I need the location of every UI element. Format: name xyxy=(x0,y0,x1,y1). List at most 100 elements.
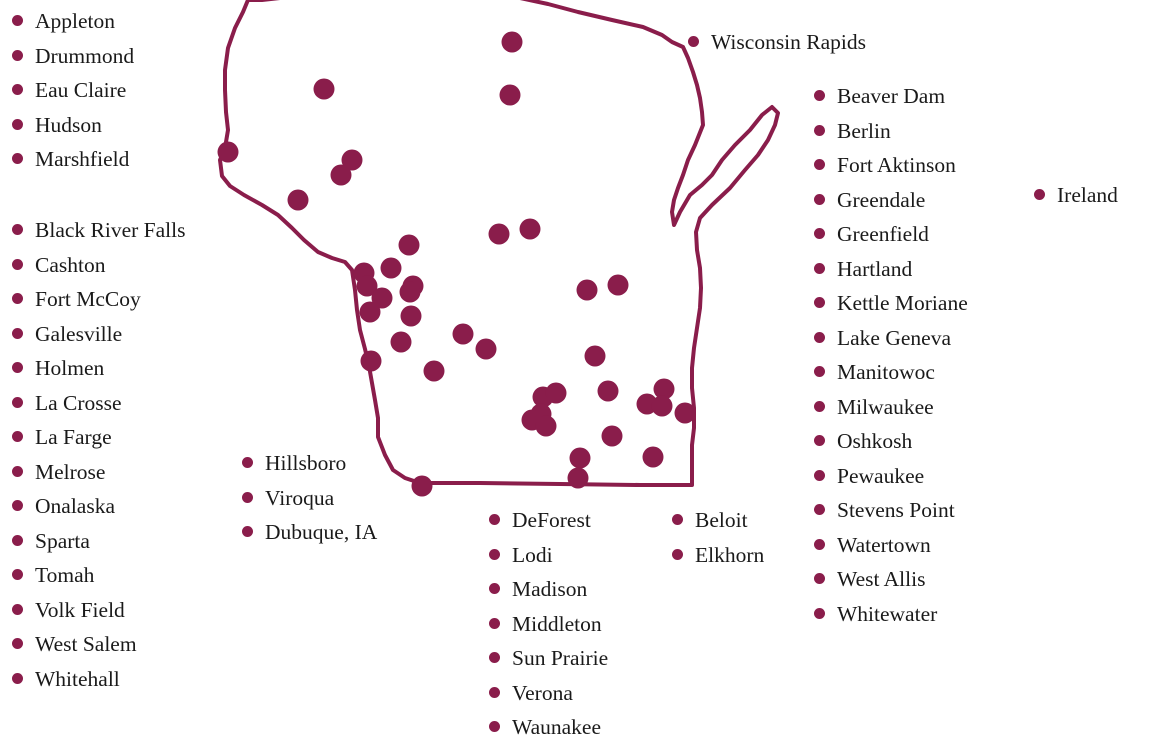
city-list-item: Waunakee xyxy=(487,715,608,750)
bullet-dot-icon xyxy=(814,435,825,446)
city-name: Dubuque, IA xyxy=(265,520,378,544)
city-name: Drummond xyxy=(35,43,135,68)
city-list-item: Wisconsin Rapids xyxy=(686,30,866,65)
bullet-dot-icon xyxy=(12,84,23,95)
bullet-dot-icon xyxy=(489,652,500,663)
city-name: Pewaukee xyxy=(837,463,925,488)
city-list-item: Watertown xyxy=(812,533,968,568)
city-marker-dot xyxy=(674,402,696,424)
bullet-dot-icon xyxy=(12,569,23,580)
city-name: Sparta xyxy=(35,528,90,553)
city-list-item: Holmen xyxy=(10,356,185,391)
bullet-dot-icon xyxy=(12,638,23,649)
bullet-dot-icon xyxy=(814,159,825,170)
bullet-dot-icon xyxy=(814,607,825,619)
city-marker-dot xyxy=(287,189,309,211)
city-list-item: Fort McCoy xyxy=(10,287,185,322)
city-list-item: Milwaukee xyxy=(812,395,968,430)
city-marker-dot xyxy=(390,331,412,353)
city-marker-dot xyxy=(452,323,474,345)
city-list-item: West Salem xyxy=(10,632,185,667)
city-marker-dot xyxy=(399,281,421,303)
city-marker-dot xyxy=(607,274,629,296)
bullet-dot-icon xyxy=(672,548,683,560)
city-list-item: Cashton xyxy=(10,253,185,288)
city-name: La Crosse xyxy=(35,390,122,415)
city-marker-dot xyxy=(519,218,541,240)
bullet-dot-icon xyxy=(1034,189,1045,200)
city-marker-dot xyxy=(567,467,589,489)
city-marker-dot xyxy=(642,446,664,468)
bullet-dot-icon xyxy=(12,118,23,130)
city-name: Whitehall xyxy=(35,666,120,691)
city-marker-dot xyxy=(360,350,382,372)
city-list-item: Lake Geneva xyxy=(812,326,968,361)
city-list-item: Greenfield xyxy=(812,222,968,257)
city-list-item: Whitehall xyxy=(10,667,185,702)
city-list-item: Hartland xyxy=(812,257,968,292)
city-markers xyxy=(217,31,696,497)
bullet-dot-icon xyxy=(12,431,23,442)
bullet-dot-icon xyxy=(12,362,23,373)
city-list-item: Hudson xyxy=(10,113,134,148)
bullet-dot-icon xyxy=(12,465,23,477)
city-list-item: Sun Prairie xyxy=(487,646,608,681)
bullet-dot-icon xyxy=(814,331,825,343)
city-list-item: Appleton xyxy=(10,9,134,44)
city-marker-dot xyxy=(217,141,239,163)
bullet-dot-icon xyxy=(12,500,23,511)
city-name: Greendale xyxy=(837,187,926,212)
city-list-item: Galesville xyxy=(10,322,185,357)
city-list-item: Beaver Dam xyxy=(812,84,968,119)
city-list-item: Black River Falls xyxy=(10,218,185,253)
city-name: Holmen xyxy=(35,356,105,380)
city-list-item: Berlin xyxy=(812,119,968,154)
bullet-dot-icon xyxy=(489,686,500,698)
city-list-item: Lodi xyxy=(487,543,608,578)
city-name: Oshkosh xyxy=(837,429,913,453)
city-marker-dot xyxy=(359,301,381,323)
city-name: Black River Falls xyxy=(35,218,186,242)
city-name: Appleton xyxy=(35,9,116,33)
city-marker-dot xyxy=(423,360,445,382)
city-marker-dot xyxy=(653,378,675,400)
city-marker-dot xyxy=(380,257,402,279)
city-marker-dot xyxy=(597,380,619,402)
bullet-dot-icon xyxy=(814,400,825,412)
city-marker-dot xyxy=(501,31,523,53)
city-list-item: Dubuque, IA xyxy=(240,520,377,555)
city-list-item: West Allis xyxy=(812,567,968,602)
bullet-dot-icon xyxy=(242,526,253,537)
bullet-dot-icon xyxy=(489,583,500,594)
bullet-dot-icon xyxy=(814,297,825,308)
city-marker-dot xyxy=(400,305,422,327)
city-name: Middleton xyxy=(512,611,602,636)
bullet-dot-icon xyxy=(242,491,253,503)
city-name: Hartland xyxy=(837,256,913,281)
city-list-item: Kettle Moriane xyxy=(812,291,968,326)
city-name: Volk Field xyxy=(35,597,125,622)
city-name: Eau Claire xyxy=(35,78,127,102)
city-name: Sun Prairie xyxy=(512,646,609,670)
bullet-dot-icon xyxy=(814,193,825,205)
bullet-dot-icon xyxy=(489,514,500,525)
city-name: Madison xyxy=(512,577,588,601)
city-name: Marshfield xyxy=(35,147,130,171)
bullet-dot-icon xyxy=(12,603,23,615)
city-name: Beloit xyxy=(695,508,748,532)
bullet-dot-icon xyxy=(12,672,23,684)
bullet-dot-icon xyxy=(12,327,23,339)
city-list-ireland: Ireland xyxy=(1032,183,1118,218)
city-list-item: Eau Claire xyxy=(10,78,134,113)
city-marker-dot xyxy=(371,287,393,309)
city-name: Fort McCoy xyxy=(35,287,141,311)
city-list-item: Sparta xyxy=(10,529,185,564)
city-list-item: Verona xyxy=(487,681,608,716)
city-list-item: Manitowoc xyxy=(812,360,968,395)
city-marker-dot xyxy=(569,447,591,469)
city-name: Lodi xyxy=(512,542,553,567)
city-list-item: Hillsboro xyxy=(240,451,377,486)
city-marker-dot xyxy=(499,84,521,106)
